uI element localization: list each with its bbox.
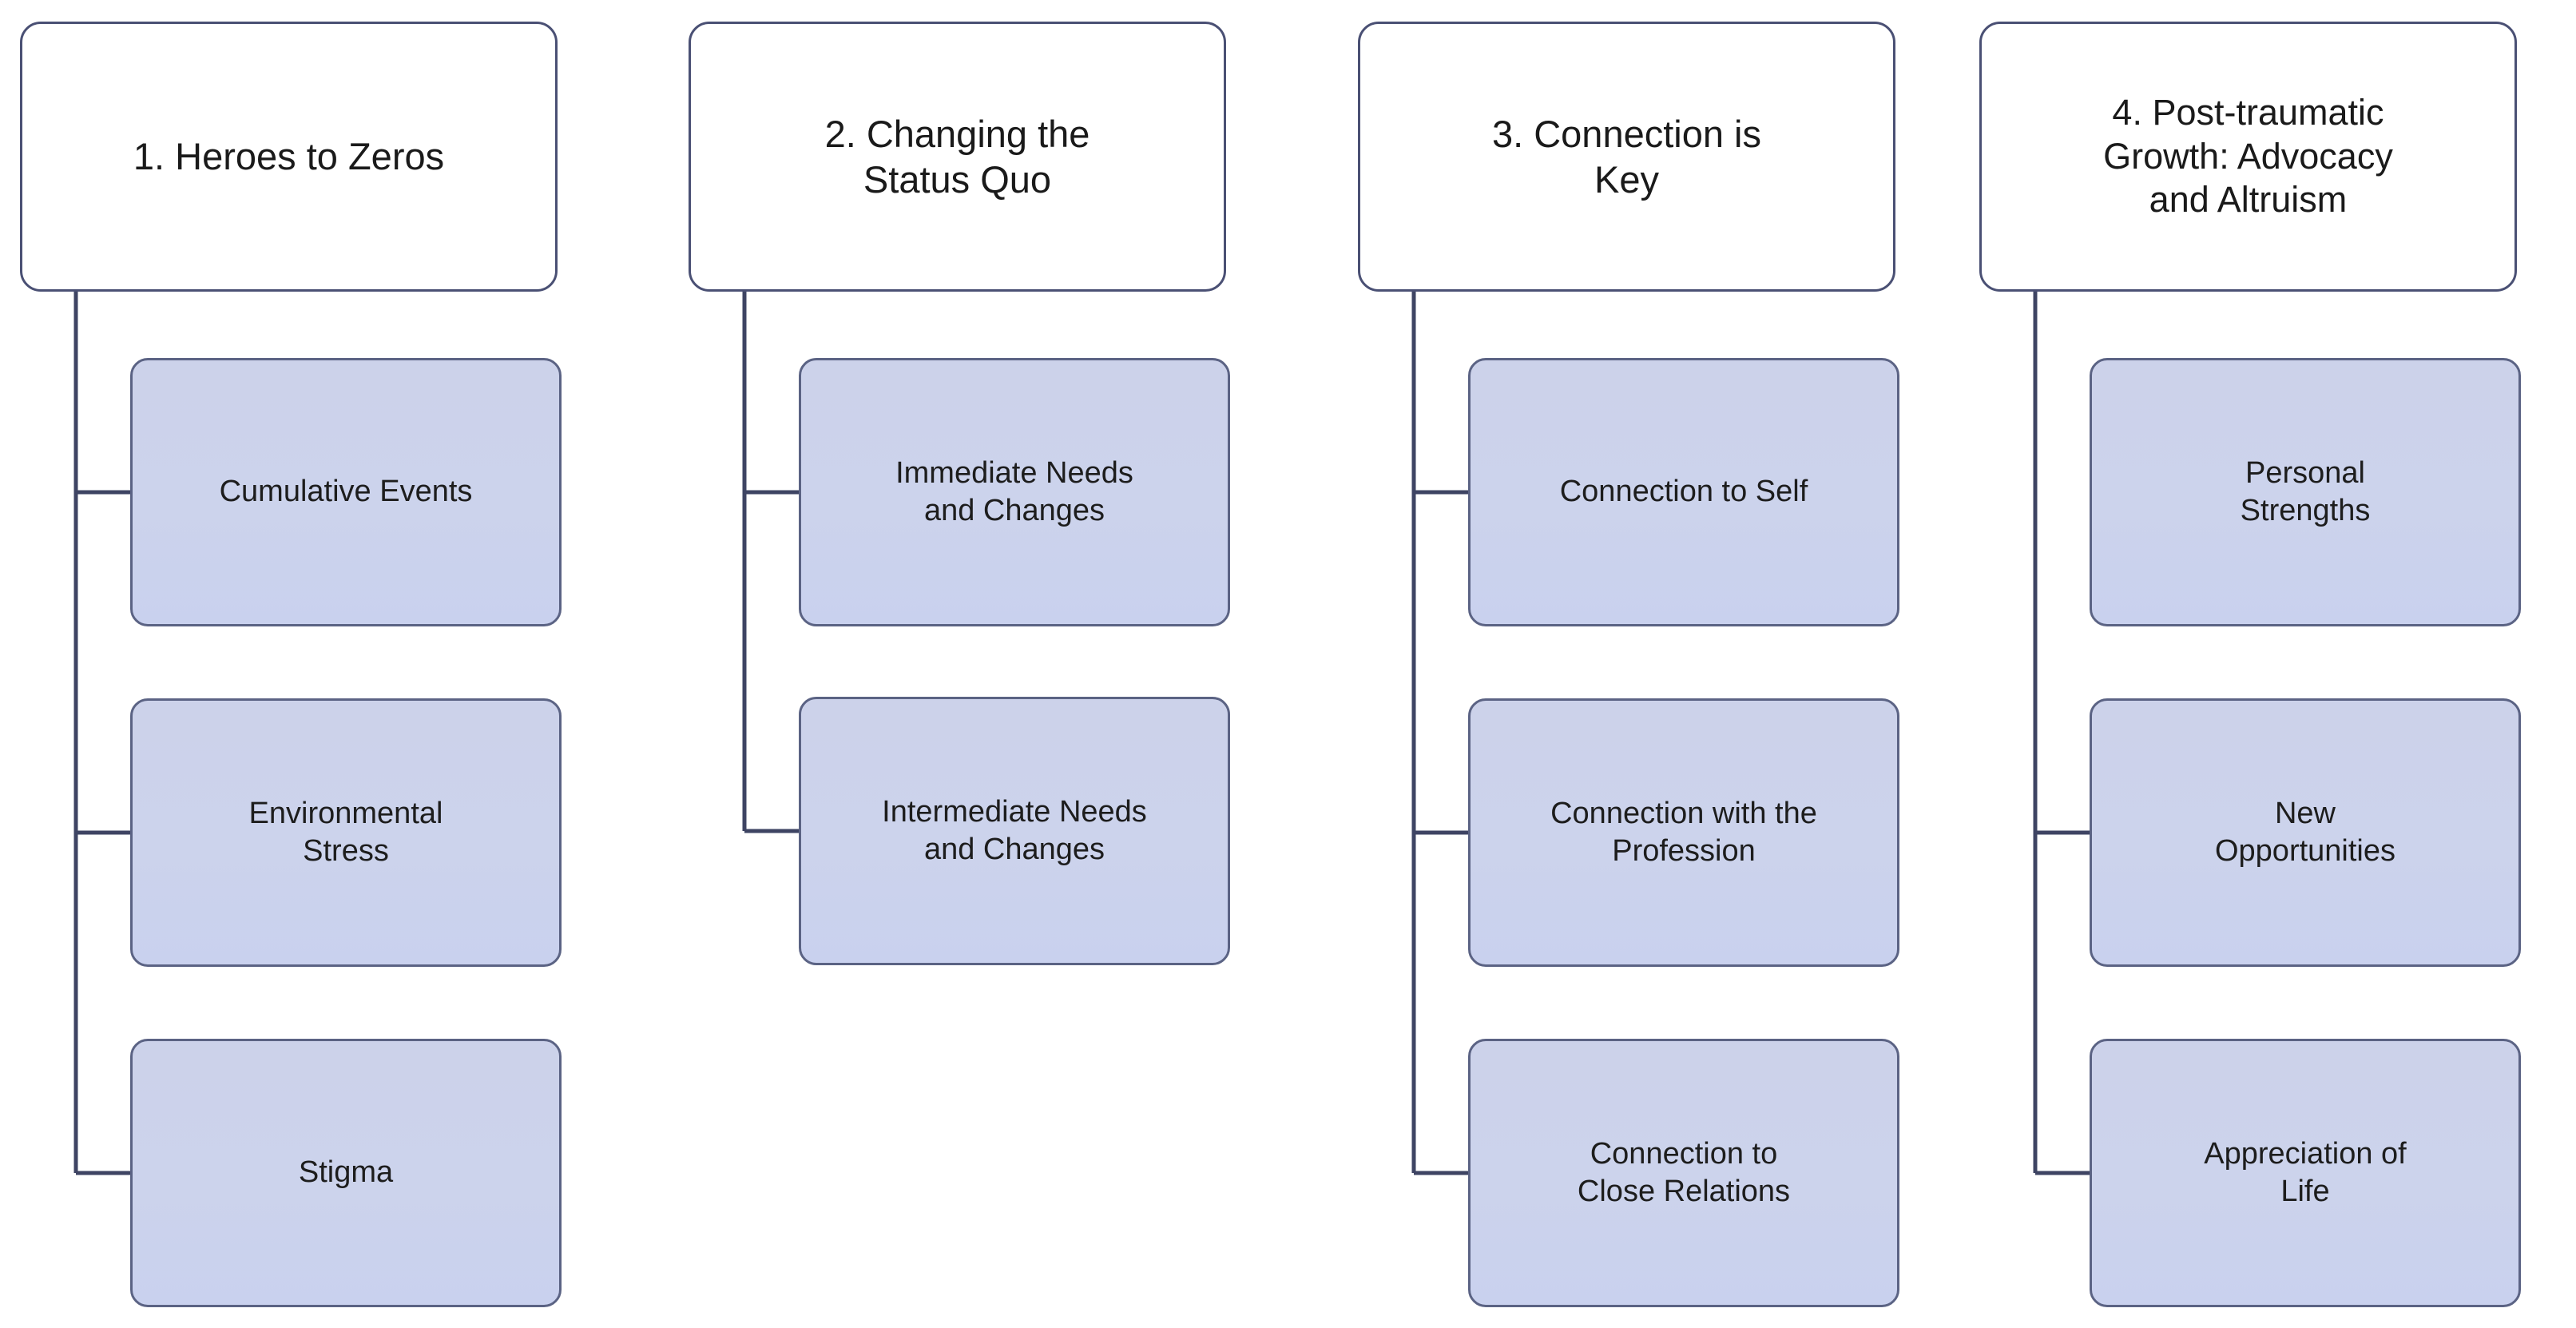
- subtheme-box-3-2-label: Connection with the Profession: [1550, 796, 1817, 868]
- subtheme-box-3-2[interactable]: Connection with the Profession: [1468, 698, 1899, 967]
- subtheme-box-1-2-label: Environmental Stress: [248, 796, 443, 868]
- theme-header-1-label: 1. Heroes to Zeros: [133, 135, 445, 178]
- subtheme-box-3-3-label: Connection to Close Relations: [1577, 1136, 1791, 1208]
- subtheme-box-1-3[interactable]: Stigma: [130, 1039, 562, 1307]
- subtheme-box-4-3-label: Appreciation of Life: [2204, 1136, 2407, 1208]
- subtheme-box-4-1[interactable]: Personal Strengths: [2090, 358, 2521, 626]
- subtheme-box-3-3[interactable]: Connection to Close Relations: [1468, 1039, 1899, 1307]
- theme-header-3[interactable]: 3. Connection is Key: [1358, 22, 1895, 292]
- subtheme-box-1-1-label: Cumulative Events: [219, 475, 473, 509]
- subtheme-box-4-3[interactable]: Appreciation of Life: [2090, 1039, 2521, 1307]
- theme-header-3-label: 3. Connection is Key: [1491, 112, 1762, 201]
- subtheme-box-1-1[interactable]: Cumulative Events: [130, 358, 562, 626]
- theme-header-2[interactable]: 2. Changing the Status Quo: [689, 22, 1226, 292]
- subtheme-box-4-1-label: Personal Strengths: [2240, 455, 2371, 527]
- subtheme-box-2-2[interactable]: Intermediate Needs and Changes: [799, 697, 1230, 965]
- theme-header-4[interactable]: 4. Post-traumatic Growth: Advocacy and A…: [1979, 22, 2517, 292]
- subtheme-box-3-1[interactable]: Connection to Self: [1468, 358, 1899, 626]
- theme-header-4-label: 4. Post-traumatic Growth: Advocacy and A…: [2103, 91, 2393, 221]
- subtheme-box-2-1[interactable]: Immediate Needs and Changes: [799, 358, 1230, 626]
- subtheme-box-2-1-label: Immediate Needs and Changes: [895, 455, 1133, 527]
- subtheme-box-4-2[interactable]: New Opportunities: [2090, 698, 2521, 967]
- theme-header-2-label: 2. Changing the Status Quo: [824, 112, 1090, 201]
- subtheme-box-3-1-label: Connection to Self: [1559, 475, 1808, 509]
- subtheme-box-1-2[interactable]: Environmental Stress: [130, 698, 562, 967]
- subtheme-box-4-2-label: New Opportunities: [2214, 796, 2395, 868]
- subtheme-box-2-2-label: Intermediate Needs and Changes: [882, 794, 1147, 866]
- theme-header-1[interactable]: 1. Heroes to Zeros: [20, 22, 558, 292]
- subtheme-box-1-3-label: Stigma: [298, 1155, 394, 1190]
